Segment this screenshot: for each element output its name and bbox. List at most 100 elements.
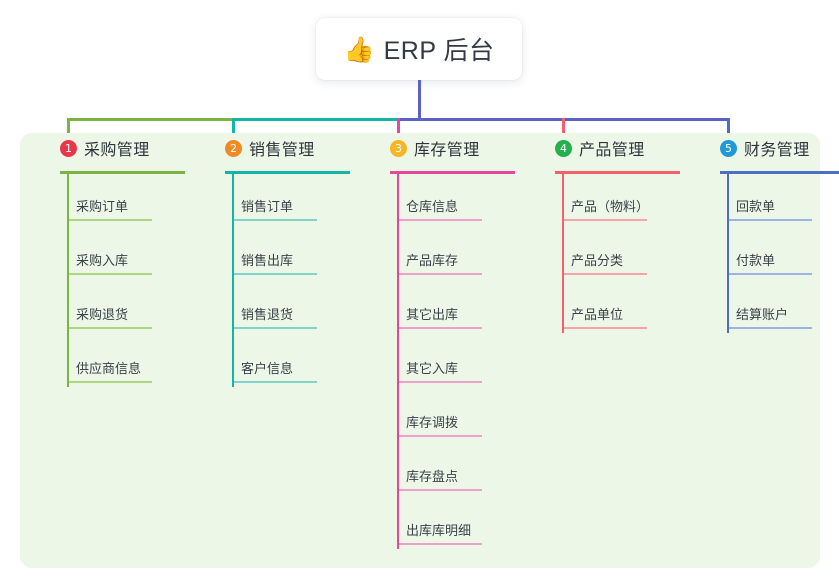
list-item-rule <box>397 327 482 329</box>
list-item-label: 供应商信息 <box>76 361 142 376</box>
list-item-rule <box>232 219 317 221</box>
list-item-rule <box>397 273 482 275</box>
list-item[interactable]: 付款单 <box>700 225 839 279</box>
list-item-label: 产品单位 <box>571 307 624 322</box>
column-items-3: 仓库信息产品库存其它出库其它入库库存调拨库存盘点出库库明细 <box>370 171 535 549</box>
list-item[interactable]: 销售出库 <box>205 225 370 279</box>
list-item-label: 客户信息 <box>241 361 294 376</box>
list-item-rule <box>727 327 812 329</box>
root-node-card[interactable]: 👍 ERP 后台 <box>316 18 522 80</box>
column-3: 3 库存管理仓库信息产品库存其它出库其它入库库存调拨库存盘点出库库明细 <box>370 133 535 549</box>
list-item-label: 库存调拨 <box>406 415 459 430</box>
column-spine-3 <box>397 171 399 549</box>
list-item[interactable]: 产品分类 <box>535 225 700 279</box>
list-item-rule <box>727 219 812 221</box>
column-header-rule-5 <box>720 171 839 174</box>
list-item-rule <box>232 273 317 275</box>
list-item[interactable]: 其它入库 <box>370 333 535 387</box>
list-item[interactable]: 销售订单 <box>205 171 370 225</box>
column-items-4: 产品（物料） 产品分类产品单位 <box>535 171 700 333</box>
list-item[interactable]: 结算账户 <box>700 279 839 333</box>
root-stem-line <box>418 80 421 121</box>
column-items-5: 回款单付款单结算账户 <box>700 171 839 333</box>
list-item[interactable]: 采购订单 <box>40 171 205 225</box>
list-item-rule <box>727 273 812 275</box>
list-item[interactable]: 出库库明细 <box>370 495 535 549</box>
list-item-label: 付款单 <box>736 253 776 268</box>
list-item[interactable]: 仓库信息 <box>370 171 535 225</box>
root-node-title: ERP 后台 <box>383 37 495 65</box>
list-item-label: 其它入库 <box>406 361 459 376</box>
list-item-rule <box>562 273 647 275</box>
list-item-rule <box>397 435 482 437</box>
list-item[interactable]: 采购退货 <box>40 279 205 333</box>
column-header-rule-2 <box>225 171 350 174</box>
list-item[interactable]: 其它出库 <box>370 279 535 333</box>
list-item[interactable]: 客户信息 <box>205 333 370 387</box>
list-item[interactable]: 产品单位 <box>535 279 700 333</box>
column-header-rule-1 <box>60 171 185 174</box>
column-5: 5 财务管理回款单付款单结算账户 <box>700 133 839 333</box>
column-title-5: 财务管理 <box>744 142 810 159</box>
list-item-rule <box>397 489 482 491</box>
column-badge-2: 2 <box>225 139 242 157</box>
list-item-label: 销售订单 <box>241 199 294 214</box>
list-item[interactable]: 采购入库 <box>40 225 205 279</box>
list-item[interactable]: 产品库存 <box>370 225 535 279</box>
list-item-rule <box>67 381 152 383</box>
column-header-4[interactable]: 4 产品管理 <box>535 133 700 163</box>
list-item-label: 销售退货 <box>241 307 294 322</box>
list-item[interactable]: 回款单 <box>700 171 839 225</box>
list-item[interactable]: 库存盘点 <box>370 441 535 495</box>
list-item-rule <box>562 219 647 221</box>
list-item[interactable]: 产品（物料） <box>535 171 700 225</box>
list-item-label: 库存盘点 <box>406 469 459 484</box>
column-title-4: 产品管理 <box>579 142 645 159</box>
list-item-label: 采购退货 <box>76 307 129 322</box>
column-title-3: 库存管理 <box>414 142 480 159</box>
list-item-rule <box>397 381 482 383</box>
list-item-label: 采购订单 <box>76 199 129 214</box>
list-item[interactable]: 销售退货 <box>205 279 370 333</box>
trunk-segment-teal <box>232 118 398 121</box>
list-item-label: 出库库明细 <box>406 523 472 538</box>
column-items-1: 采购订单采购入库采购退货供应商信息 <box>40 171 205 387</box>
column-spine-1 <box>67 171 69 387</box>
list-item-rule <box>67 219 152 221</box>
column-spine-5 <box>727 171 729 333</box>
list-item-label: 仓库信息 <box>406 199 459 214</box>
list-item-label: 结算账户 <box>736 307 789 322</box>
column-badge-3: 3 <box>390 139 407 157</box>
list-item-rule <box>67 273 152 275</box>
column-spine-2 <box>232 171 234 387</box>
column-2: 2 销售管理销售订单销售出库销售退货客户信息 <box>205 133 370 387</box>
list-item-label: 回款单 <box>736 199 776 214</box>
list-item-rule <box>67 327 152 329</box>
column-header-3[interactable]: 3 库存管理 <box>370 133 535 163</box>
list-item[interactable]: 库存调拨 <box>370 387 535 441</box>
column-header-2[interactable]: 2 销售管理 <box>205 133 370 163</box>
list-item-label: 销售出库 <box>241 253 294 268</box>
column-header-rule-4 <box>555 171 680 174</box>
list-item-label: 其它出库 <box>406 307 459 322</box>
column-badge-4: 4 <box>555 139 572 157</box>
column-title-2: 销售管理 <box>249 142 315 159</box>
column-items-2: 销售订单销售出库销售退货客户信息 <box>205 171 370 387</box>
column-badge-5: 5 <box>720 139 737 157</box>
column-4: 4 产品管理产品（物料） 产品分类产品单位 <box>535 133 700 333</box>
list-item-label: 产品库存 <box>406 253 459 268</box>
list-item-rule <box>562 327 647 329</box>
list-item[interactable]: 供应商信息 <box>40 333 205 387</box>
column-title-1: 采购管理 <box>84 142 150 159</box>
column-header-5[interactable]: 5 财务管理 <box>700 133 839 163</box>
list-item-rule <box>232 381 317 383</box>
list-item-label: 产品分类 <box>571 253 624 268</box>
list-item-rule <box>397 219 482 221</box>
column-spine-4 <box>562 171 564 333</box>
list-item-label: 产品（物料） <box>571 199 650 214</box>
list-item-label: 采购入库 <box>76 253 129 268</box>
column-header-rule-3 <box>390 171 515 174</box>
